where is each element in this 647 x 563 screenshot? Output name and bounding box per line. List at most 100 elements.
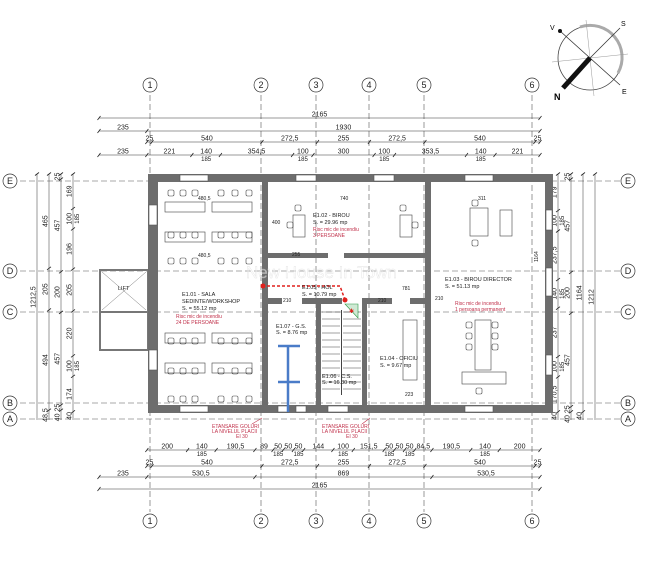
dimension-value: 237: [552, 326, 559, 338]
chair-icon: [191, 367, 199, 375]
dimension-value: 540: [474, 460, 486, 467]
chair-icon: [179, 367, 187, 375]
grid-label: 1: [147, 80, 152, 90]
svg-text:ETANSARE GOLURI: ETANSARE GOLURI: [212, 424, 259, 430]
dimension-value: 530,5: [192, 471, 210, 478]
grid-bubble: [2, 173, 18, 189]
room-name: E1.07 - G.S.: [276, 324, 307, 330]
svg-text:LA NIVELUL PLACII: LA NIVELUL PLACII: [212, 429, 257, 435]
chair-icon: [245, 337, 253, 345]
dimension-sub-value: 185: [560, 288, 566, 299]
dimension-value: 494: [43, 354, 50, 366]
dimension-value: 196: [67, 243, 74, 255]
dimension-value: 25: [565, 173, 572, 181]
chair-icon: [179, 231, 187, 239]
dimension-value: 354,5: [248, 149, 266, 156]
chair-icon: [471, 199, 479, 207]
dimension-sub-value: 185: [273, 452, 284, 458]
inner-dimensions: 480,5 480,5 740 400 255 781 311 1164 223…: [198, 196, 540, 398]
dimension-value: 1164: [577, 285, 584, 300]
room-area: S. = 8.76 mp: [276, 330, 307, 336]
chair-icon: [475, 387, 483, 395]
desk: [499, 209, 513, 237]
dimension-value: 84,5: [417, 444, 431, 451]
desk: [164, 332, 206, 344]
room-oficiu: E1.04 - OFICIU S. = 9.67 mp: [380, 356, 418, 369]
dimension-value: 1212: [589, 289, 596, 305]
grid-bubble: [2, 411, 18, 427]
chair-icon: [179, 189, 187, 197]
dimension-value: 169: [67, 185, 74, 197]
grid-bubble: [308, 513, 324, 529]
dimension-sub-value: 185: [75, 360, 81, 371]
chair-icon: [191, 395, 199, 403]
dimension-value: 40: [55, 413, 62, 421]
svg-text:1164: 1164: [534, 251, 540, 262]
desk: [211, 201, 253, 213]
chair-icon: [167, 189, 175, 197]
dimension-value: 465: [43, 215, 50, 227]
room-birou: E1.02 - BIROU S. = 29.96 mp Risc mic de …: [313, 213, 359, 239]
desk: [469, 207, 489, 237]
dimension-value: 50: [406, 444, 414, 451]
grid-bubble: [142, 77, 158, 93]
room-name: E1.06 - C.S.: [322, 374, 352, 380]
room-area: S. = 9.67 mp: [380, 363, 411, 369]
chair-icon: [465, 321, 473, 329]
dimension-sub-value: 185: [476, 157, 487, 163]
dimension-value: 2165: [312, 483, 328, 490]
dimension-value: 200: [565, 287, 572, 299]
dimension-value: 221: [512, 149, 524, 156]
grid-label: 5: [421, 80, 426, 90]
dimension-value: 272,5: [388, 460, 406, 467]
grid-label: E: [7, 176, 13, 186]
grid-bubble: [2, 395, 18, 411]
dimension-value: 170,5: [552, 386, 559, 404]
chair-icon: [191, 231, 199, 239]
chair-icon: [294, 204, 302, 212]
dimension-value: 50: [274, 444, 282, 451]
desk: [164, 201, 206, 213]
chair-icon: [465, 343, 473, 351]
dimension-sub-value: 185: [480, 452, 491, 458]
desk: [461, 371, 507, 385]
chair-icon: [217, 257, 225, 265]
svg-text:311: 311: [478, 196, 486, 202]
plumbing-pipe: [278, 344, 300, 412]
dimension-value: 255: [338, 136, 350, 143]
dimension-value: 200: [514, 444, 526, 451]
grid-bubble: [524, 513, 540, 529]
room-area: S. = 29.96 mp: [313, 220, 347, 226]
room-risk: Risc mic de incendiu: [313, 227, 359, 233]
dimension-value: 140: [475, 149, 487, 156]
room-gs: E1.07 - G.S. S. = 8.76 mp: [276, 324, 307, 336]
dimension-value: 144: [312, 444, 324, 451]
chair-icon: [179, 395, 187, 403]
chair-icon: [411, 221, 419, 229]
svg-text:N: N: [554, 92, 561, 102]
grid-bubble: [620, 411, 636, 427]
grid-bubble: [361, 513, 377, 529]
dimension-value: 540: [201, 136, 213, 143]
svg-text:ETANSARE GOLURI: ETANSARE GOLURI: [322, 424, 369, 430]
dimension-sub-value: 185: [560, 215, 566, 226]
dimension-value: 272,5: [388, 136, 406, 143]
svg-text:400: 400: [272, 220, 281, 226]
dimension-value: 89: [260, 444, 268, 451]
grid-bubble: [253, 77, 269, 93]
grid-bubble: [416, 77, 432, 93]
dimension-value: 457: [565, 354, 572, 366]
chair-icon: [217, 231, 225, 239]
grid-bubble: [2, 263, 18, 279]
chair-icon: [167, 257, 175, 265]
chair-icon: [231, 231, 239, 239]
dimension-value: 272,5: [281, 136, 299, 143]
dimension-value: 48,5: [43, 408, 50, 422]
svg-text:EI 30: EI 30: [236, 434, 248, 440]
desk: [402, 319, 418, 381]
desk: [164, 362, 206, 374]
dimension-value: 235: [117, 471, 129, 478]
furniture: [164, 189, 513, 403]
dimension-value: 50: [295, 444, 303, 451]
